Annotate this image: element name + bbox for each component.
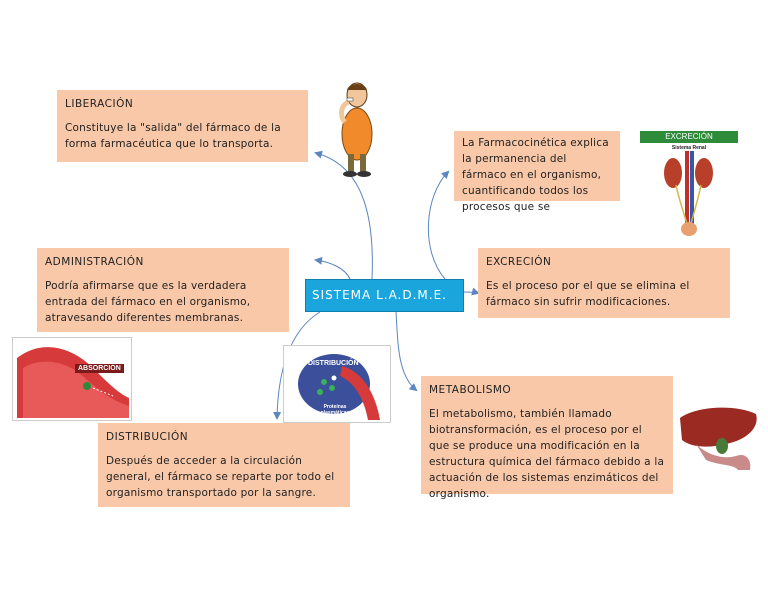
excrecion-box: EXCRECIÓN Es el proceso por el que se el… bbox=[478, 248, 730, 318]
blood-vessel-icon bbox=[17, 347, 129, 418]
distribucion-box: DISTRIBUCIÓN Después de acceder a la cir… bbox=[98, 423, 350, 507]
liberacion-title: LIBERACIÓN bbox=[65, 98, 134, 110]
liberacion-box: LIBERACIÓN Constituye la "salida" del fá… bbox=[57, 90, 308, 162]
plasma-proteins-icon bbox=[298, 354, 380, 420]
metabolismo-text: El metabolismo, también llamado biotrans… bbox=[429, 408, 665, 500]
absorcion-label: ABSORCIÓN bbox=[75, 364, 124, 373]
distribucion-label: DISTRIBUCIÓN bbox=[308, 360, 359, 367]
distribucion-title: DISTRIBUCIÓN bbox=[106, 431, 189, 443]
farmacocinetica-text: La Farmacocinética explica la permanenci… bbox=[462, 137, 609, 213]
excrecion-banner: EXCRECIÓN bbox=[640, 131, 738, 143]
metabolismo-box: METABOLISMO El metabolismo, también llam… bbox=[421, 376, 673, 500]
distribution-image: DISTRIBUCIÓN Proteínas plasmáticas bbox=[283, 345, 391, 423]
man-taking-pill-illustration bbox=[339, 82, 373, 177]
administracion-title: ADMINISTRACIÓN bbox=[45, 256, 144, 268]
administracion-box: ADMINISTRACIÓN Podría afirmarse que es l… bbox=[37, 248, 289, 332]
plasma-proteins-label: Proteínas plasmáticas bbox=[320, 404, 350, 416]
administracion-text: Podría afirmarse que es la verdadera ent… bbox=[45, 280, 251, 324]
excrecion-title: EXCRECIÓN bbox=[486, 256, 552, 268]
kidney-icon bbox=[664, 151, 713, 236]
renal-system-image: EXCRECIÓN Sistema Renal bbox=[640, 131, 738, 241]
excrecion-text: Es el proceso por el que se elimina el f… bbox=[486, 280, 690, 308]
central-node: SISTEMA L.A.D.M.E. bbox=[305, 279, 464, 312]
distribucion-text: Después de acceder a la circulación gene… bbox=[106, 455, 335, 499]
renal-system-title: Sistema Renal bbox=[671, 145, 707, 151]
farmacocinetica-box: La Farmacocinética explica la permanenci… bbox=[454, 131, 620, 213]
liver-icon bbox=[680, 407, 757, 470]
liberacion-text: Constituye la "salida" del fármaco de la… bbox=[65, 122, 281, 150]
absorption-image: ABSORCIÓN bbox=[12, 337, 132, 421]
metabolismo-title: METABOLISMO bbox=[429, 384, 512, 396]
liver-image bbox=[676, 404, 762, 472]
